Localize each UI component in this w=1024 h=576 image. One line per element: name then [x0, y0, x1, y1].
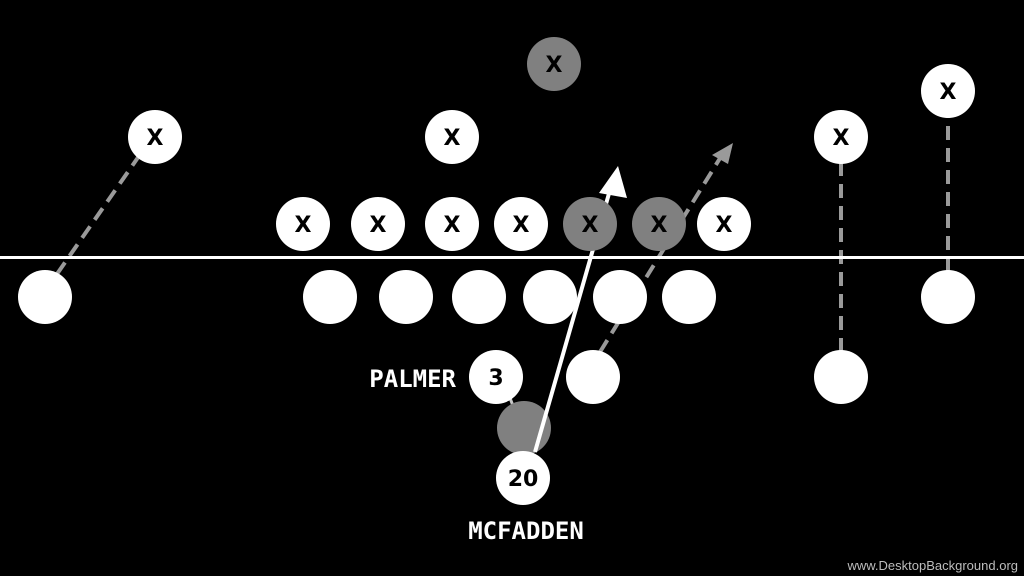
defender-x: X: [513, 213, 530, 238]
route-left-receiver: [55, 154, 141, 276]
defender-x: X: [833, 126, 850, 151]
defender-x: X: [147, 126, 164, 151]
defender-corner-left-circle: [128, 110, 182, 164]
offense-qb-circle: [469, 350, 523, 404]
offense: 3 PALMER 20 MCFADDEN: [18, 270, 975, 545]
qb-number: 3: [488, 366, 503, 391]
offense-player-right-receiver: [921, 270, 975, 324]
defender-slot-corner-circle: [814, 110, 868, 164]
route-blocker-dashed: [598, 153, 724, 354]
defender-safety-circle: [527, 37, 581, 91]
offense-player-blocker: [566, 350, 620, 404]
defender-x: X: [716, 213, 733, 238]
defender-x: X: [444, 213, 461, 238]
watermark: www.DesktopBackground.org: [846, 558, 1018, 573]
defender-x: X: [651, 213, 668, 238]
defender-line-highlighted-circle: [632, 197, 686, 251]
offense-rb-circle: [496, 451, 550, 505]
defender-x: X: [370, 213, 387, 238]
offense-lineman: [379, 270, 433, 324]
rb-run-arrowhead: [599, 166, 627, 198]
qb-name-label: PALMER: [369, 365, 456, 393]
defender-corner-right-circle: [921, 64, 975, 118]
defender-line-circle: [351, 197, 405, 251]
offense-lineman: [662, 270, 716, 324]
defender-x: X: [444, 126, 461, 151]
rb-name-label: MCFADDEN: [468, 517, 584, 545]
offense-lineman: [452, 270, 506, 324]
defender-x: X: [546, 53, 563, 78]
defender-line-highlighted-circle: [563, 197, 617, 251]
offense-player-slot-receiver: [814, 350, 868, 404]
offense-lineman: [303, 270, 357, 324]
offense-lineman: [593, 270, 647, 324]
defender-line-circle: [494, 197, 548, 251]
offense-player-left-receiver: [18, 270, 72, 324]
route-blocker-arrowhead: [712, 143, 733, 164]
offense-lineman: [523, 270, 577, 324]
defender-x: X: [295, 213, 312, 238]
defender-line-circle: [697, 197, 751, 251]
defense: X X X X X X X X X X X X: [128, 37, 975, 251]
defender-line-circle: [425, 197, 479, 251]
defender-linebacker-circle: [425, 110, 479, 164]
defender-x: X: [940, 80, 957, 105]
rb-number: 20: [508, 467, 539, 492]
defender-line-circle: [276, 197, 330, 251]
defender-x: X: [582, 213, 599, 238]
